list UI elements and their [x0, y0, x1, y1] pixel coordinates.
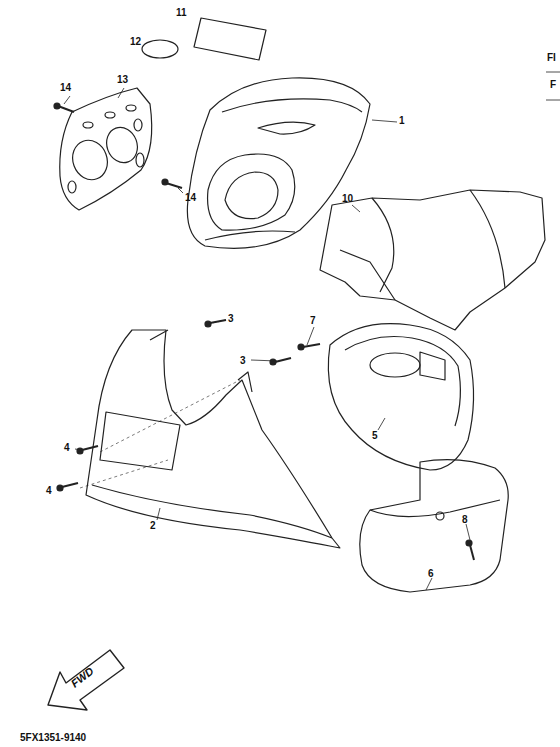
callout-number: 4	[46, 486, 52, 496]
callout-number: F	[550, 80, 556, 90]
front-lower-cover	[86, 330, 340, 548]
callout-number: 8	[462, 515, 468, 525]
callout-number: 12	[130, 37, 141, 47]
direction-label: FWD	[69, 665, 96, 689]
forward-arrow	[48, 650, 124, 710]
callout-number: 13	[117, 75, 128, 85]
callout-number: 4	[64, 443, 70, 453]
callout-number: 7	[310, 316, 316, 326]
callout-number: 6	[428, 569, 434, 579]
lower-panel	[360, 460, 508, 592]
callout-number: 14	[185, 193, 196, 203]
callout-number: FI	[547, 53, 556, 63]
label-plate	[194, 18, 266, 60]
emblem	[142, 40, 178, 58]
diagram-code: 5FX1351-9140	[20, 733, 86, 743]
meter-panel	[60, 88, 152, 210]
callout-number: 11	[176, 8, 187, 18]
callout-number: 5	[372, 431, 378, 441]
front-upper-cover	[187, 78, 370, 249]
inner-fender	[328, 324, 473, 470]
callout-number: 3	[228, 314, 234, 324]
callout-number: 10	[342, 194, 353, 204]
inner-panel	[320, 190, 545, 330]
callout-number: 14	[60, 83, 71, 93]
callout-number: 3	[240, 356, 246, 366]
callout-number: 1	[399, 116, 405, 126]
callout-number: 2	[150, 521, 156, 531]
